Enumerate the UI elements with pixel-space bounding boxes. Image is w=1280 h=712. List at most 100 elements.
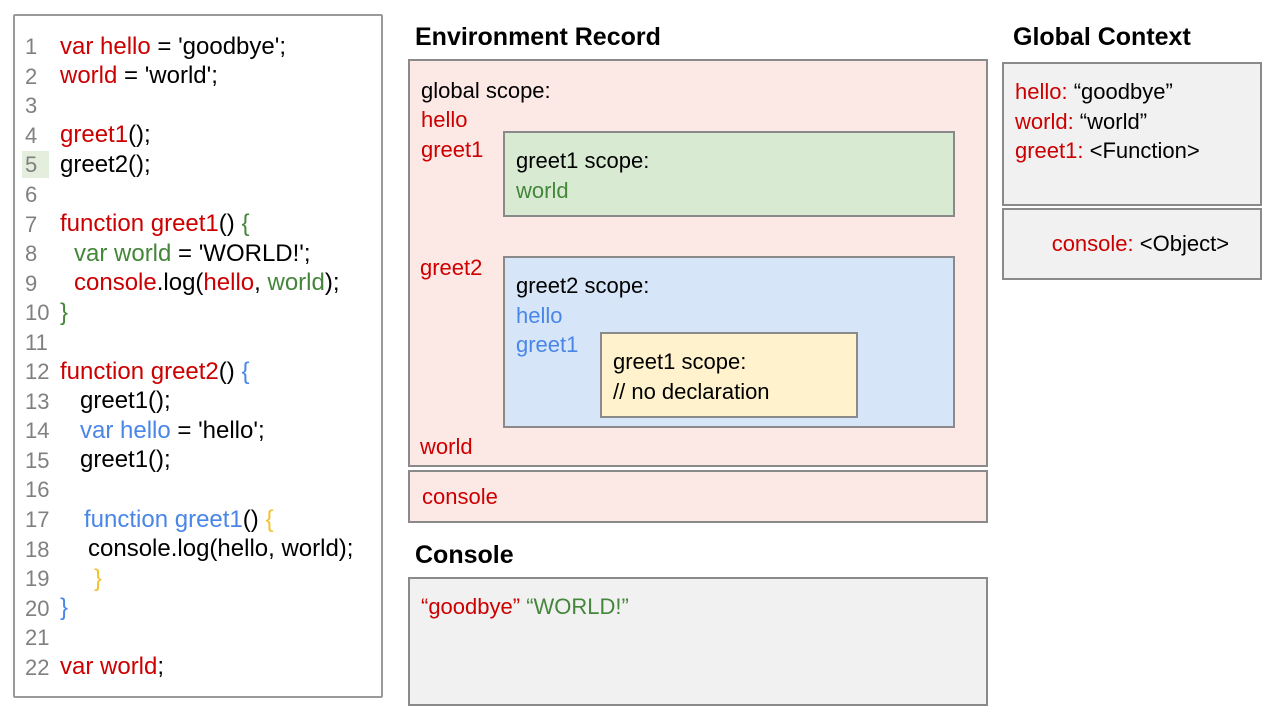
binding-value: “goodbye” [1067,79,1173,104]
global-scope-label: global scope: [421,78,551,103]
binding-value: “world” [1073,108,1148,134]
code-text: greet1(); [60,446,171,474]
line-number: 21 [25,625,50,651]
text-segment: } [94,564,103,592]
code-line-21: 21 [15,623,379,653]
line-number: 8 [25,241,38,267]
text-segment: var world [60,653,158,681]
line-number: 11 [25,329,48,355]
global-var-hello: hello [421,107,468,132]
line-number: 10 [25,300,50,326]
context-binding-console: console: <Object> [1015,200,1229,289]
greet2-var-greet1: greet1 [516,332,579,357]
text-segment: } [60,594,69,622]
inner-greet1-scope-box [600,332,858,418]
line-number: 19 [25,566,50,592]
text-segment: = 'WORLD!'; [171,239,311,267]
text-segment: console [74,269,157,297]
code-text: greet2(); [60,151,151,179]
line-number: 4 [25,122,38,148]
code-line-10: 10} [15,298,379,328]
environment-record-title: Environment Record [415,23,661,51]
context-binding-row: world: “world” [1015,107,1260,137]
text-segment: console.log(hello, world); [88,535,354,563]
global-var-world: world [420,434,473,459]
binding-value: <Object> [1139,231,1230,257]
code-line-11: 11 [15,327,379,357]
text-segment: { [265,505,274,533]
code-line-7: 7 function greet1() { [15,209,379,239]
binding-name: hello: [1015,79,1068,104]
text-segment: = 'hello'; [170,416,265,444]
line-number-highlighted: 5 [22,151,49,179]
code-text: greet1(); [60,387,171,415]
text-segment: var hello [80,416,171,444]
line-number: 6 [25,182,38,207]
line-number: 22 [25,654,50,680]
line-number: 20 [25,595,50,621]
text-segment: = 'goodbye'; [150,32,286,60]
console-record-label: console [422,484,498,509]
line-number: 3 [25,93,38,119]
line-number: 14 [25,418,50,444]
greet1-scope-label: greet1 scope: [516,148,650,173]
code-line-9: 9 console.log(hello, world); [15,268,379,298]
text-segment: var world [74,239,172,267]
context-binding-row: greet1: <Function> [1015,136,1260,166]
line-number: 2 [25,63,38,89]
text-segment: function greet1 [84,505,243,533]
console-output-box [408,577,988,706]
line-number: 9 [25,270,38,296]
greet2-scope-label: greet2 scope: [516,273,650,298]
code-text: var hello = 'goodbye'; [60,33,286,61]
code-line-12: 12 function greet2() { [15,357,379,387]
code-text: } [60,594,68,622]
code-text: world = 'world'; [60,62,218,90]
line-number: 7 [25,211,38,237]
code-line-8: 8 var world = 'WORLD!'; [15,239,379,269]
code-line-5: 5 greet2(); [15,150,379,180]
text-segment: ); [324,269,340,297]
text-segment: = 'world'; [117,62,218,90]
global-context-title: Global Context [1013,23,1191,51]
code-text: function greet2() { [60,358,249,386]
line-number: 16 [25,477,50,503]
greet2-var-hello: hello [516,303,563,328]
code-line-19: 19} [15,564,379,594]
console-title: Console [415,541,514,569]
code-line-6: 6 [15,180,379,210]
text-segment: var hello [60,32,151,60]
line-number: 13 [25,388,50,414]
code-line-16: 16 [15,475,379,505]
console-output-line: “goodbye” “WORLD!” [421,592,629,621]
console-record-box: console [408,470,988,523]
text-segment: .log( [156,269,204,297]
no-declaration-comment: // no declaration [613,379,770,404]
line-number: 12 [25,359,50,385]
text-segment: () [242,505,266,533]
context-binding-row: hello: “goodbye” [1015,77,1260,107]
code-line-2: 2 world = 'world'; [15,62,379,92]
greet1-scope-box [503,131,955,217]
text-segment: { [241,357,250,385]
text-segment: () [218,210,242,238]
binding-name: greet1: [1015,138,1084,163]
code-text: var hello = 'hello'; [60,417,265,445]
text-segment: ; [157,653,165,681]
code-line-13: 13 greet1(); [15,387,379,417]
text-segment: greet1 [60,121,129,149]
code-line-22: 22 var world; [15,652,379,682]
text-segment: greet2(); [60,150,151,178]
code-text: function greet1() { [60,210,249,238]
code-text: console.log(hello, world); [60,269,340,297]
code-text: function greet1() { [60,506,273,534]
text-segment: function greet1 [60,210,219,238]
code-line-14: 14 var hello = 'hello'; [15,416,379,446]
global-var-greet2: greet2 [420,255,483,280]
code-line-20: 20} [15,593,379,623]
